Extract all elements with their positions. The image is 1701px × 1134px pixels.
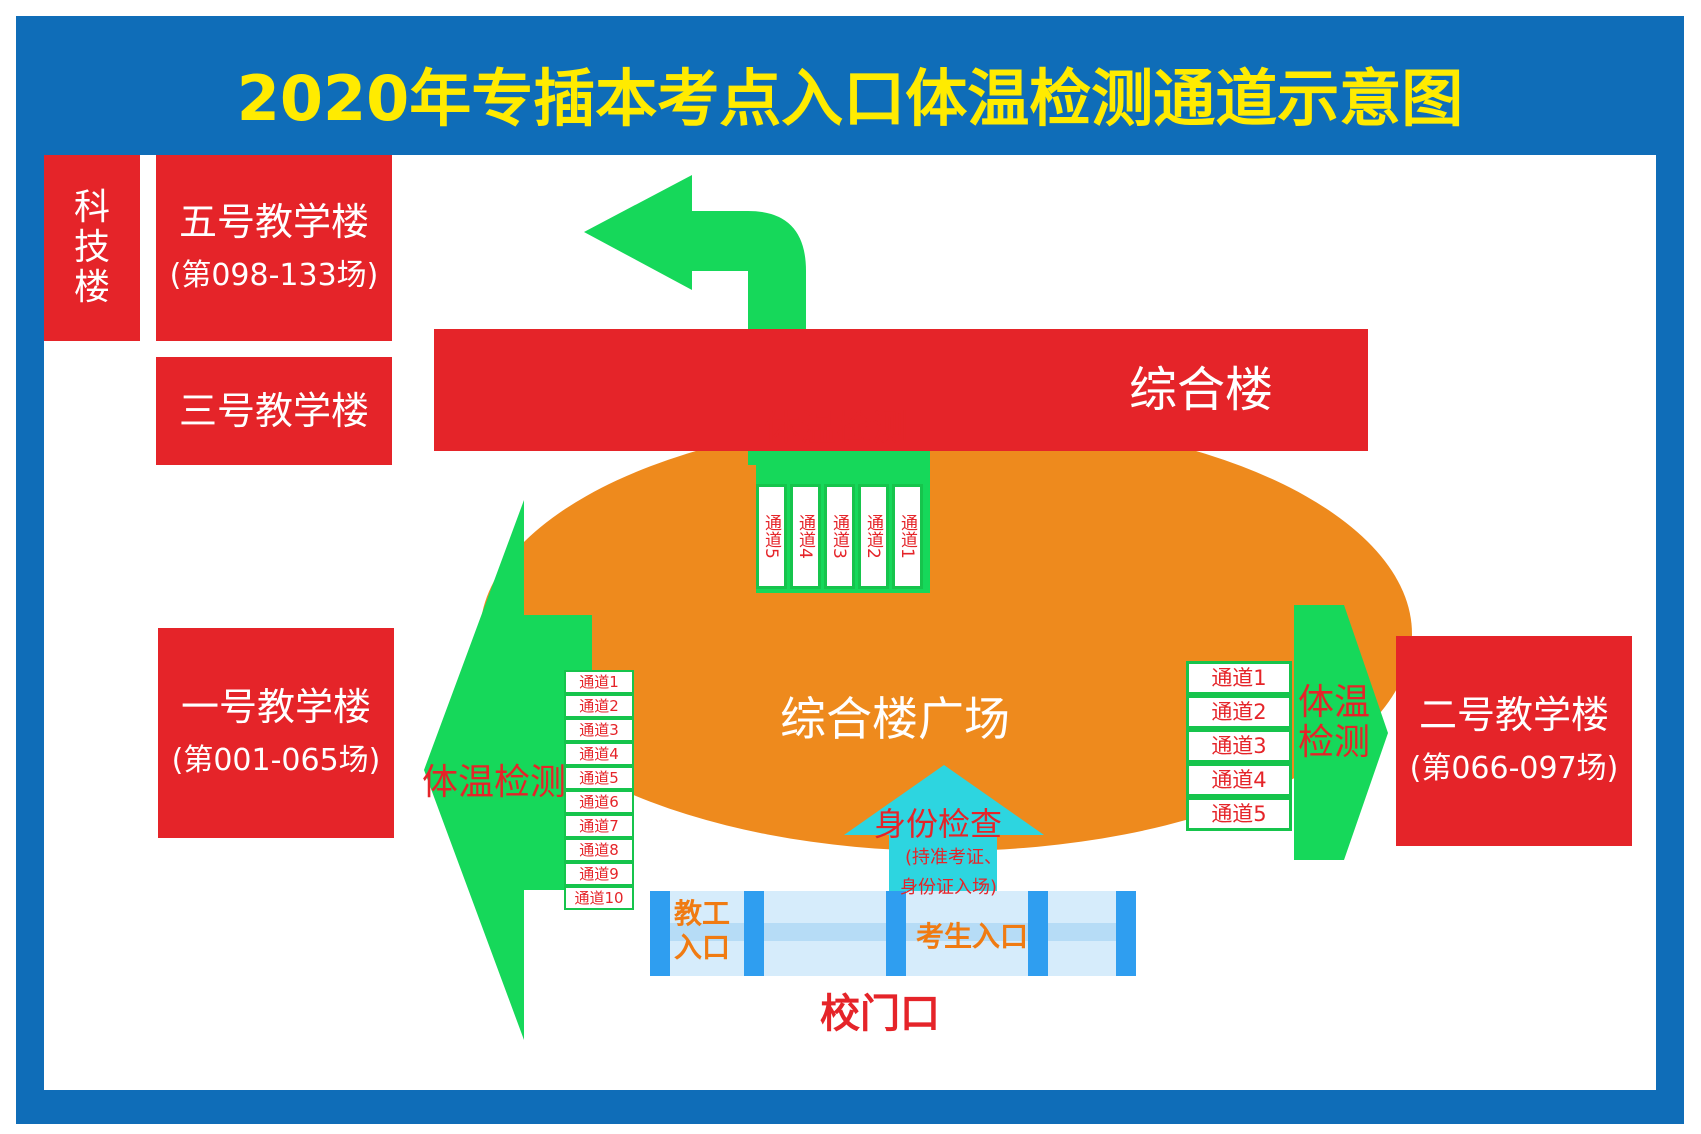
top-channel-2: 通道2 — [858, 484, 889, 589]
top-channel-1: 通道1 — [892, 484, 923, 589]
map-shapes — [424, 175, 1412, 1040]
right-channel-3: 通道3 — [1186, 729, 1292, 763]
plaza-ellipse — [480, 417, 1412, 851]
right-channel-4: 通道4 — [1186, 763, 1292, 797]
map-canvas: 科技楼 五号教学楼 (第098-133场) 三号教学楼 综合楼 一号教学楼 (第… — [44, 155, 1656, 1090]
gate-pillar-4 — [1028, 891, 1048, 976]
left-channel-5: 通道5 — [564, 766, 634, 790]
building-erhao: 二号教学楼 (第066-097场) — [1396, 636, 1632, 846]
top-channel-4: 通道4 — [790, 484, 821, 589]
building-sanhao-name: 三号教学楼 — [178, 389, 369, 433]
id-check-note-2: 身份证入场) — [900, 877, 998, 898]
building-yihao: 一号教学楼 (第001-065场) — [158, 628, 394, 838]
top-channel-5: 通道5 — [756, 484, 787, 589]
gate-pillar-3 — [886, 891, 906, 976]
building-erhao-name: 二号教学楼 — [1418, 693, 1609, 737]
gate-pillar-2 — [744, 891, 764, 976]
school-gate-label: 校门口 — [820, 991, 940, 1037]
id-check-note-1: (持准考证、 — [905, 847, 1003, 868]
top-temp-check-label: 体温检测 — [764, 408, 909, 449]
id-check-title: 身份检查 — [874, 805, 1003, 843]
page-title: 2020年专插本考点入口体温检测通道示意图 — [236, 62, 1464, 135]
left-channel-7: 通道7 — [564, 814, 634, 838]
gate-pillar-1 — [650, 891, 670, 976]
right-channel-5: 通道5 — [1186, 797, 1292, 831]
left-channel-8: 通道8 — [564, 838, 634, 862]
building-keji: 科技楼 — [44, 155, 140, 341]
right-channel-1: 通道1 — [1186, 661, 1292, 695]
building-keji-label: 科技楼 — [73, 187, 110, 308]
top-channel-3: 通道3 — [824, 484, 855, 589]
building-sanhao: 三号教学楼 — [156, 357, 392, 465]
left-temp-check-label: 体温检测 — [422, 762, 567, 803]
left-channel-6: 通道6 — [564, 790, 634, 814]
building-wuhao-range: (第098-133场) — [169, 258, 379, 293]
left-arrow — [424, 500, 592, 1040]
gate-pillar-5 — [1116, 891, 1136, 976]
left-channel-9: 通道9 — [564, 862, 634, 886]
building-yihao-range: (第001-065场) — [171, 743, 381, 778]
left-channel-2: 通道2 — [564, 694, 634, 718]
left-channel-3: 通道3 — [564, 718, 634, 742]
building-zonghe: 综合楼 — [434, 329, 1368, 451]
building-wuhao: 五号教学楼 (第098-133场) — [156, 155, 392, 341]
building-zonghe-name: 综合楼 — [1128, 362, 1273, 418]
staff-entrance-label: 教工入口 — [674, 897, 731, 964]
building-yihao-name: 一号教学楼 — [180, 685, 371, 729]
right-arrow — [1294, 560, 1388, 905]
student-entrance-label: 考生入口 — [916, 920, 1029, 953]
plaza-label: 综合楼广场 — [780, 692, 1010, 746]
right-temp-check-label: 体温检测 — [1298, 682, 1371, 763]
left-channel-10: 通道10 — [564, 886, 634, 910]
right-channel-2: 通道2 — [1186, 695, 1292, 729]
left-channel-4: 通道4 — [564, 742, 634, 766]
left-channel-1: 通道1 — [564, 670, 634, 694]
building-wuhao-name: 五号教学楼 — [178, 200, 369, 244]
building-erhao-range: (第066-097场) — [1409, 751, 1619, 786]
